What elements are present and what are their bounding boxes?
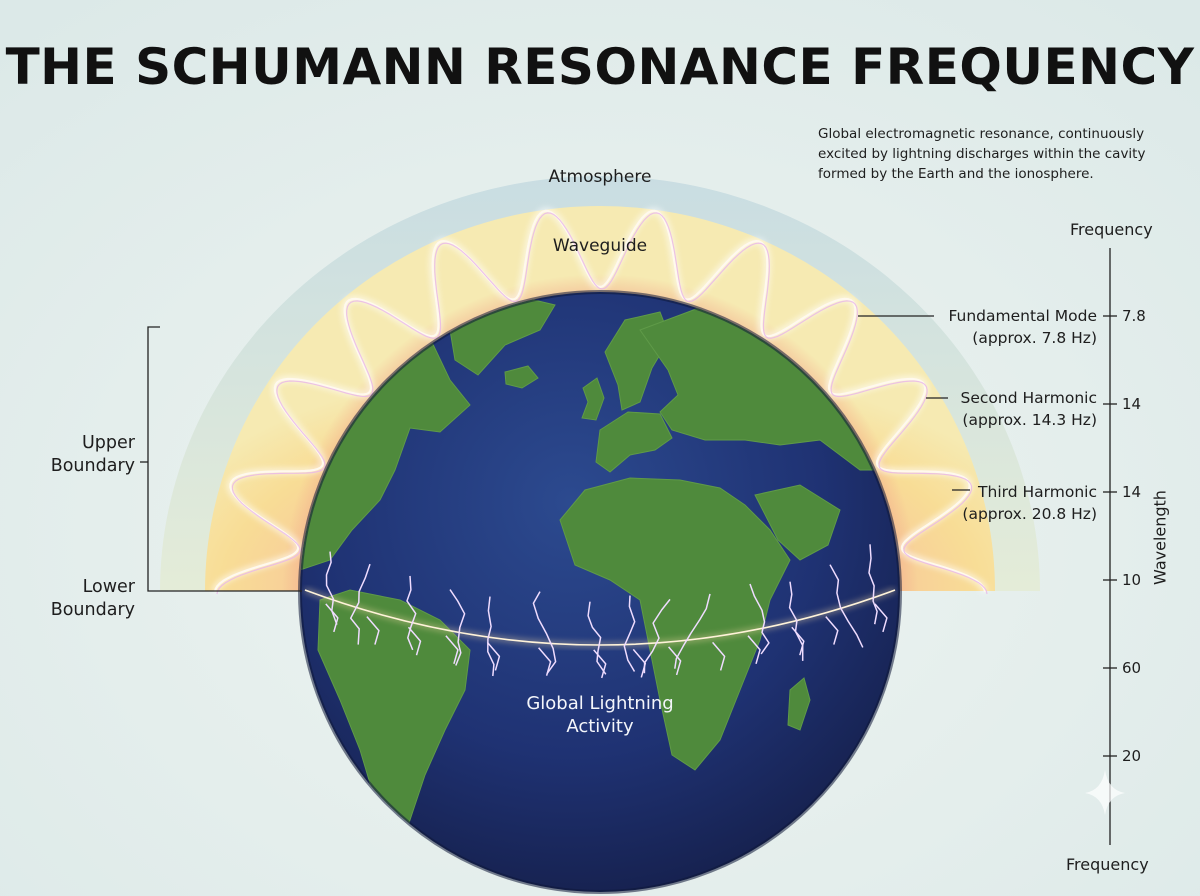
lightning-bolt [449,589,466,666]
lightning-label: Global Lightning Activity [526,693,674,737]
lightning-bolt [406,575,417,651]
lightning-branch [445,635,459,665]
mode-leaders [858,315,970,491]
lightning-bolt [587,601,607,675]
lightning-band [303,544,897,679]
lightning-branch [538,647,552,676]
third-harmonic-label: Third Harmonic (approx. 20.8 Hz) [962,483,1097,523]
tick-label: 14 [1122,395,1142,413]
frequency-axis [1103,248,1117,845]
upper-boundary-label: Upper Boundary [50,433,135,476]
lightning-bolt [674,593,711,669]
africa [559,477,791,771]
lightning-branch [407,626,422,656]
waveguide-label: Waveguide [552,236,648,256]
lightning-bolt [623,595,636,672]
atmosphere-label: Atmosphere [548,167,652,187]
lightning-branch [593,649,607,679]
lightning-bolt [868,544,878,625]
description-line: formed by the Earth and the ionosphere. [818,166,1094,182]
south-america [317,589,471,861]
lightning-branch [486,641,501,671]
lightning-bolt [643,598,671,674]
lightning-branch [791,626,805,656]
sparkle-icon [1085,770,1125,815]
lightning-branch [325,603,339,633]
axis-top-label: Frequency [1070,220,1153,239]
lower-boundary-label: Lower Boundary [50,577,135,620]
tick-label: 7.8 [1122,307,1146,325]
lightning-branch [825,616,839,645]
lightning-bolt [749,583,770,655]
lightning-bolt [829,564,864,648]
fundamental-mode-label: Fundamental Mode (approx. 7.8 Hz) [948,307,1097,347]
description-line: Global electromagnetic resonance, contin… [818,126,1145,142]
resonance-wave [211,207,989,595]
tick-label: 60 [1122,659,1142,677]
tick-label: 10 [1122,571,1142,589]
lightning-bolt [532,591,557,675]
axis-side-label: Wavelength [1150,490,1170,585]
tick-label: 14 [1122,483,1142,501]
boundary-bracket [140,326,302,592]
lightning-branch [712,641,726,671]
lightning-bolt [487,596,495,677]
lightning-bolt [349,563,371,645]
description-line: excited by lightning discharges within t… [818,146,1146,162]
page-title: THE SCHUMANN RESONANCE FREQUENCY [5,38,1195,96]
lightning-branch [668,646,682,676]
description: Global electromagnetic resonance, contin… [818,124,1168,184]
lightning-branch [747,635,761,665]
second-harmonic-label: Second Harmonic (approx. 14.3 Hz) [960,389,1097,429]
axis-bottom-label: Frequency [1066,855,1149,874]
tick-label: 20 [1122,747,1142,765]
lightning-branch [366,616,380,645]
earth-globe [298,290,902,894]
lightning-branch [874,603,888,633]
